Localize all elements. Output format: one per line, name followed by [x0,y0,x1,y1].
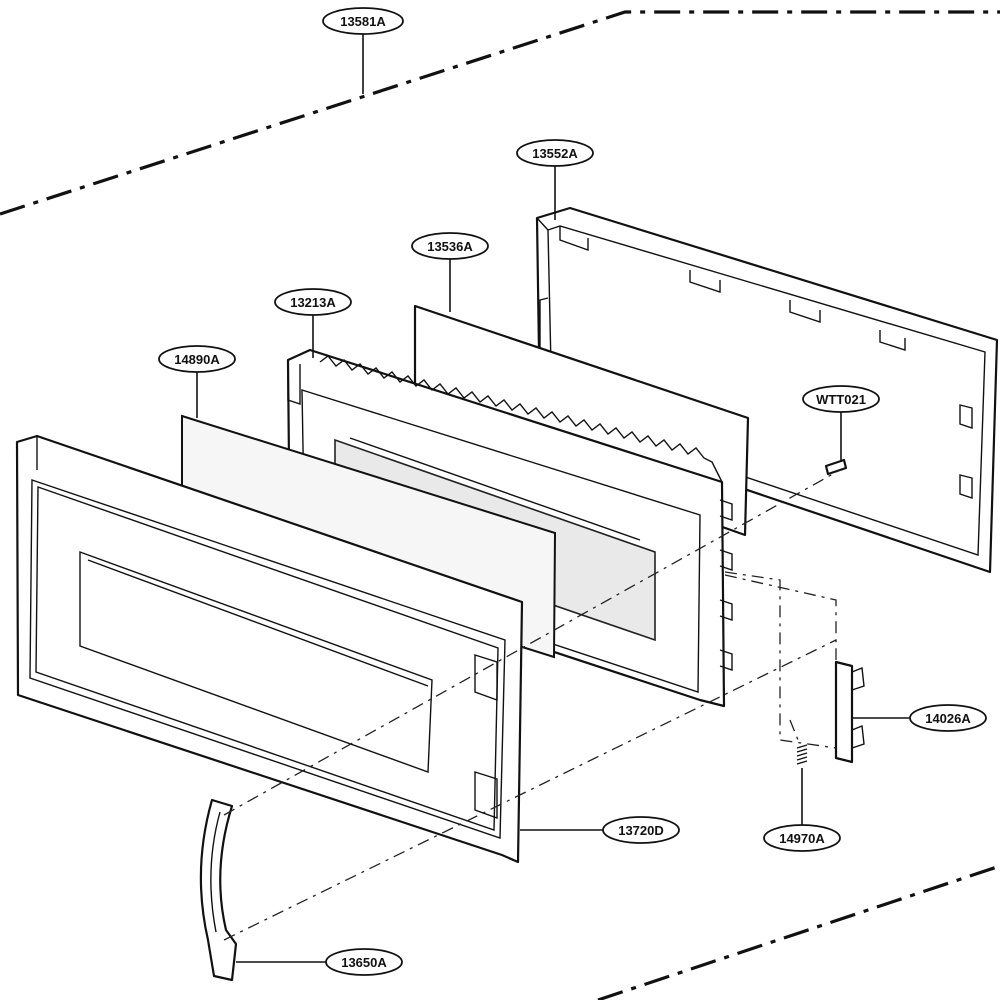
callout-label-14026A: 14026A [925,711,971,726]
callout-label-13552A: 13552A [532,146,578,161]
leader-lines [196,34,910,963]
callout-label-WTT021: WTT021 [816,392,866,407]
callout-13720D: 13720D [602,816,680,844]
spring [796,744,808,765]
callout-13552A: 13552A [516,139,594,167]
callout-14890A: 14890A [158,345,236,373]
callout-label-14890A: 14890A [174,352,220,367]
callout-label-13720D: 13720D [618,823,664,838]
door-front [15,434,524,864]
screw [824,458,848,476]
callout-label-13650A: 13650A [341,955,387,970]
callout-13650A: 13650A [325,948,403,976]
callout-label-14970A: 14970A [779,831,825,846]
door-hook [834,660,865,764]
callout-14970A: 14970A [763,824,841,852]
cabinet-phantom-outline [0,10,1000,1000]
callout-14026A: 14026A [909,704,987,732]
assembly-centerlines [223,469,841,941]
callout-13536A: 13536A [411,232,489,260]
callout-label-13536A: 13536A [427,239,473,254]
door-handle [199,798,238,982]
callout-13213A: 13213A [274,288,352,316]
callout-label-13581A: 13581A [340,14,386,29]
callout-13581A: 13581A [322,7,404,35]
callout-label-13213A: 13213A [290,295,336,310]
callout-WTT021: WTT021 [802,385,880,413]
